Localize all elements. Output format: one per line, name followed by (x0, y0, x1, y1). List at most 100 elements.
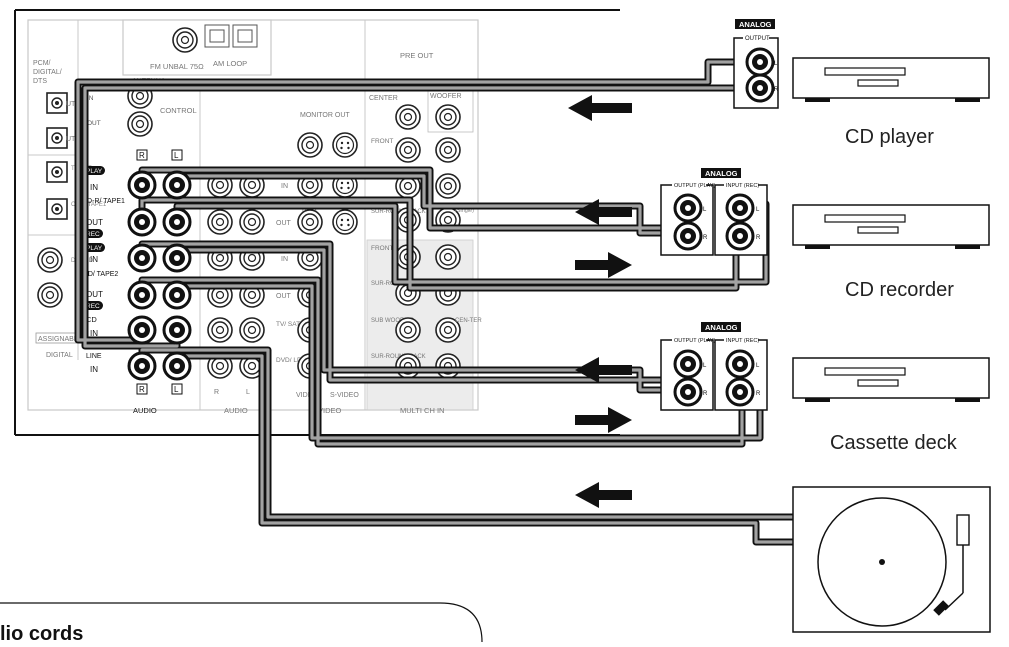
audio-cords-callout: lio cords (0, 602, 483, 645)
multich-sback-l-jack (435, 353, 461, 379)
cassette-output-label: OUTPUT (PLAY) (674, 338, 716, 344)
out1-label: UT1 (66, 101, 79, 108)
cd-play-in-r-jack (127, 170, 157, 200)
cd-recorder-input-label: INPUT (REC) (726, 183, 759, 189)
md-out-r-jack (127, 280, 157, 310)
audio-l-mark-bottom: L (174, 385, 179, 394)
control-out-tag: OUT (87, 120, 101, 127)
cd-player-l-mark: L (774, 61, 778, 67)
bottom-l-mark: L (246, 389, 250, 396)
audio-footer: AUDIO (133, 406, 157, 415)
cassette-out-r-jack (673, 377, 703, 407)
cassette-deck: ANALOG OUTPUT (PLAY) INPUT (REC) L R L R… (660, 322, 990, 454)
audio-l-mark-top: L (174, 151, 179, 160)
cassette-in-l-jack (725, 349, 755, 379)
signal-arrows (568, 95, 632, 508)
video-row2-jack-a (207, 209, 233, 235)
subwoofer-multich-label: SUB WOOF-ER (371, 318, 415, 324)
play-tag-1: PLAY (86, 168, 103, 175)
audio2-footer: AUDIO (224, 406, 248, 415)
cd-recorder-output-label: OUTPUT (PLAY) (674, 183, 716, 189)
cassette-out-l-jack (673, 349, 703, 379)
front-preout-label: FRONT (371, 138, 393, 145)
single-label: (Single) (455, 208, 474, 214)
surround-back-multich-label: SUR-ROUND BACK (371, 354, 426, 360)
cdr-out-label: OUT (86, 218, 103, 227)
control-label: CONTROL (160, 106, 197, 115)
surround-multich-label: SUR-ROUND (371, 281, 408, 287)
am-loop-label: AM LOOP (213, 59, 247, 68)
center-multich-label: CEN-TER (455, 318, 482, 324)
arrow-left-cdplayer (568, 95, 632, 121)
coax-in2-jack (37, 282, 63, 308)
row4-out-label: OUT (276, 293, 292, 300)
preout-front-r-jack (395, 137, 421, 163)
cd-in-l-jack (162, 315, 192, 345)
cass-out-r-mark: R (703, 391, 708, 397)
video-row5-jack-a (207, 317, 233, 343)
turntable (792, 486, 991, 633)
video-row2-jack-b (239, 209, 265, 235)
cdr-rec-r-cable (140, 198, 738, 290)
preout-center-jack (395, 104, 421, 130)
cd-recorder-analog-tag: ANALOG (705, 169, 738, 178)
cd-player-name: CD player (845, 126, 934, 148)
cd-player-out-l-jack (745, 47, 775, 77)
control-in-tag: IN (87, 95, 94, 102)
preout-sub-jack (435, 104, 461, 130)
fm-antenna-jack (172, 27, 198, 53)
line-label: LINE (86, 353, 102, 360)
cass-out-l-mark: L (703, 363, 707, 369)
cd-player: ANALOG OUTPUT L R CD player (733, 19, 990, 148)
arrow-left-cdr (575, 199, 632, 225)
cdr-tape1-label: CD-R/ TAPE1 (82, 198, 125, 205)
monitor-video-jack (297, 132, 323, 158)
video-footer: VIDEO (318, 406, 342, 415)
md-in-label: IN (90, 255, 98, 264)
pre-out-label: PRE OUT (400, 51, 434, 60)
cd-in-r-jack (127, 315, 157, 345)
out2-label: UT2 (66, 136, 79, 143)
digital-in2-jack (46, 198, 68, 220)
front-multich-label: FRONT (371, 245, 393, 252)
digital-label: DIGITAL/ (33, 69, 62, 76)
cd-play-in-l-jack (162, 170, 192, 200)
cd-recorder-out-r-jack (673, 221, 703, 251)
digital-out2-jack (46, 127, 68, 149)
cdr-out-l-mark: L (703, 207, 707, 213)
cdr-digital-label: CD-R/TAPE1 (71, 202, 107, 208)
cdr-in-l-mark: L (756, 207, 760, 213)
am-loop-terminals (204, 24, 258, 48)
cd-recorder-in-r-jack (725, 221, 755, 251)
cd-player-analog-tag: ANALOG (739, 20, 772, 29)
md-out-l-jack (162, 280, 192, 310)
arrow-left-turntable (575, 482, 632, 508)
subwoofer-preout-label: WOOFER (430, 93, 462, 100)
cdr-in-r-mark: R (756, 235, 761, 241)
coax-in1-jack (37, 247, 63, 273)
dvr-out-video-jack (297, 209, 323, 235)
cd-player-r-mark: R (774, 87, 779, 93)
cassette-input-label: INPUT (REC) (726, 338, 759, 344)
cdr-out-r-mark: R (703, 235, 708, 241)
svideo-col-label: S-VIDEO (330, 392, 359, 399)
monitor-svideo-jack (332, 132, 358, 158)
cd-in-row1-label: IN (90, 183, 98, 192)
cassette-in-r-jack (725, 377, 755, 407)
video-col-label: VIDEO (296, 392, 318, 399)
audio-r-mark-top: R (139, 151, 145, 160)
cass-in-l-mark: L (756, 363, 760, 369)
multich-sback-r-jack (395, 353, 421, 379)
multich-footer: MULTI CH IN (400, 406, 444, 415)
md-in-r-jack (127, 243, 157, 273)
pcm-label: PCM/ (33, 60, 51, 67)
dvr-out-label: OUT (276, 220, 292, 227)
center-label: CENTER (369, 95, 398, 102)
audio-r-mark-bottom: R (139, 385, 145, 394)
cd-recorder: ANALOG OUTPUT (PLAY) INPUT (REC) L R L R… (660, 168, 990, 301)
line-in-label: IN (90, 365, 98, 374)
cass-in-r-mark: R (756, 391, 761, 397)
digital-out1-jack (46, 92, 68, 114)
digital-footer: DIGITAL (46, 352, 73, 359)
